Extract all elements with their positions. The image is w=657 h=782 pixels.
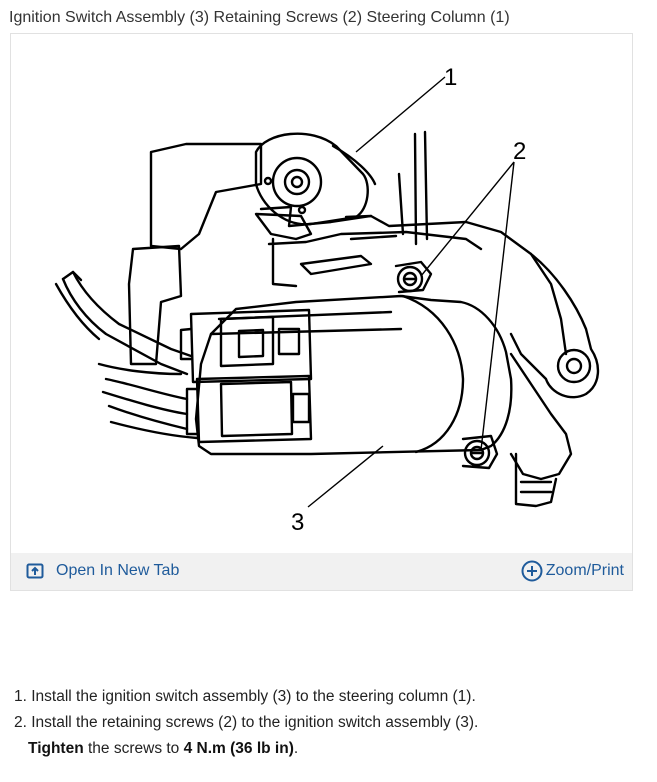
tighten-middle: the screws to	[83, 740, 184, 757]
tighten-end: .	[293, 740, 299, 757]
instruction-step: 2. Install the retaining screws (2) to t…	[14, 714, 479, 731]
ignition-switch-diagram: 1 2 3	[54, 64, 600, 536]
figure-toolbar: Open In New Tab Zoom/Print	[11, 553, 632, 590]
figure-caption: Ignition Switch Assembly (3) Retaining S…	[9, 9, 510, 26]
tighten-spec: Tighten the screws to 4 N.m (36 lb in).	[14, 736, 478, 762]
callout-2: 2	[513, 138, 526, 165]
zoom-plus-icon	[521, 560, 543, 582]
instruction-list: 1. Install the ignition switch assembly …	[14, 684, 478, 762]
torque-value: 4 N.m (36 lb in)	[183, 740, 294, 757]
open-in-new-tab-icon	[26, 563, 44, 579]
instruction-step: 1. Install the ignition switch assembly …	[14, 688, 476, 705]
zoom-print-label: Zoom/Print	[545, 562, 624, 579]
open-in-new-tab-label: Open In New Tab	[56, 562, 180, 579]
figure-container: 1 2 3 Open In New Tab Zoom/Print	[10, 33, 633, 591]
callout-1: 1	[444, 64, 457, 91]
zoom-print-link[interactable]: Zoom/Print	[521, 559, 624, 583]
open-in-new-tab-link[interactable]: Open In New Tab	[26, 560, 179, 582]
callout-3: 3	[291, 509, 304, 536]
tighten-word: Tighten	[28, 740, 84, 757]
